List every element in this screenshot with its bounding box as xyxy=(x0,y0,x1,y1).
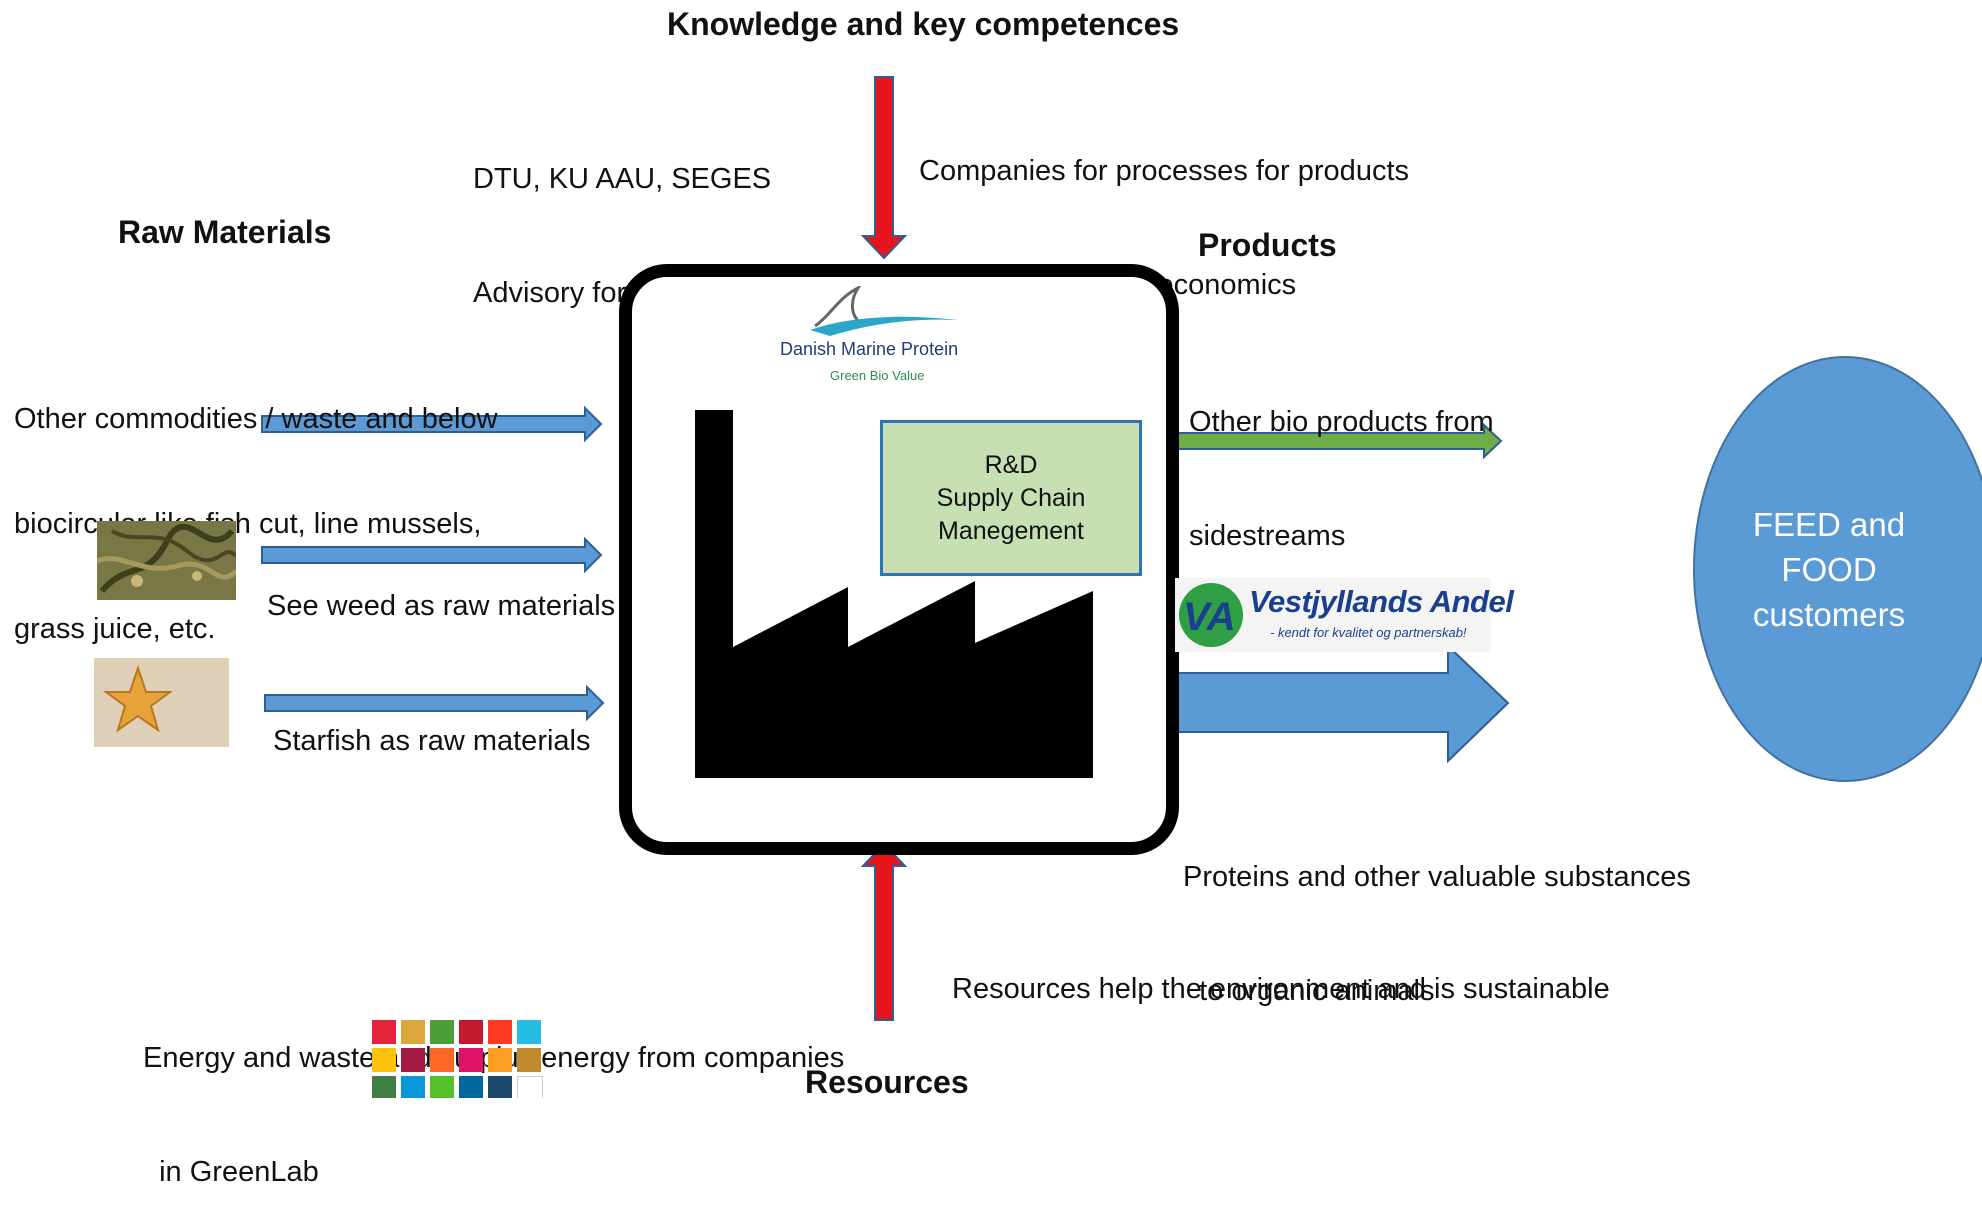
rd-box: R&D Supply Chain Manegement xyxy=(880,420,1142,576)
starfish-photo xyxy=(94,658,229,747)
customers-line: FOOD xyxy=(1781,550,1877,588)
knowledge-right-line: Companies for processes for products xyxy=(919,155,1409,187)
environment-text: Resources help the environment and is su… xyxy=(952,973,1610,1005)
commodities-line: Other commodities / waste and below xyxy=(14,403,498,435)
proteins-line: to organic animals xyxy=(1183,975,1435,1007)
va-logo-tagline: - kendt for kvalitet og partnerskab! xyxy=(1270,625,1467,640)
proteins-arrow xyxy=(1169,643,1510,764)
svg-text:VA: VA xyxy=(1183,595,1236,639)
va-logo-mark: VA xyxy=(1179,583,1243,647)
seaweed-arrow xyxy=(261,536,603,574)
va-logo: VA Vestjyllands Andel - kendt for kvalit… xyxy=(1175,578,1514,652)
factory-icon xyxy=(695,410,1093,778)
products-header: Products xyxy=(1198,227,1337,263)
customers-line: FEED and xyxy=(1752,505,1906,543)
bio-products-arrow xyxy=(1164,422,1503,460)
rd-line: R&D xyxy=(984,450,1038,479)
rd-line: Supply Chain xyxy=(936,483,1086,512)
commodities-line: grass juice, etc. xyxy=(14,613,216,645)
raw-materials-header: Raw Materials xyxy=(118,214,332,250)
commodities-text: Other commodities / waste and below bioc… xyxy=(14,332,498,682)
rd-line: Manegement xyxy=(938,516,1084,545)
shark-fin-wave-logo xyxy=(810,286,958,336)
dmp-logo-name: Danish Marine Protein xyxy=(780,339,959,359)
energy-line: in GreenLab xyxy=(143,1156,319,1188)
dmp-logo-tagline: Green Bio Value xyxy=(830,368,925,383)
knowledge-arrow xyxy=(860,76,908,260)
knowledge-left-line: DTU, KU AAU, SEGES xyxy=(473,163,772,195)
starfish-label: Starfish as raw materials xyxy=(273,725,591,757)
customers-ellipse: FEED and FOOD customers xyxy=(1693,356,1982,782)
customers-text: FEED and FOOD customers xyxy=(1753,502,1937,637)
bio-products-line: sidestreams xyxy=(1189,520,1346,552)
resources-header: Resources xyxy=(805,1064,969,1100)
commodities-arrow xyxy=(261,405,603,443)
resources-arrow xyxy=(860,842,908,1021)
bio-products-text: Other bio products from sidestreams xyxy=(1189,327,1494,593)
knowledge-header: Knowledge and key competences xyxy=(667,6,1180,42)
starfish-arrow xyxy=(264,684,605,722)
bio-products-line: Other bio products from xyxy=(1189,406,1494,438)
proteins-line: Proteins and other valuable substances xyxy=(1183,861,1691,893)
seaweed-label: See weed as raw materials xyxy=(267,590,616,622)
seaweed-photo xyxy=(97,521,236,600)
proteins-text: Proteins and other valuable substances t… xyxy=(1183,782,1691,1048)
arrows-layer xyxy=(261,76,1510,1021)
customers-line: customers xyxy=(1752,595,1906,633)
commodities-line: biocircular like fish cut, line mussels, xyxy=(14,508,482,540)
sdg-goals-grid xyxy=(372,1016,544,1098)
va-logo-name: Vestjyllands Andel xyxy=(1249,584,1514,619)
